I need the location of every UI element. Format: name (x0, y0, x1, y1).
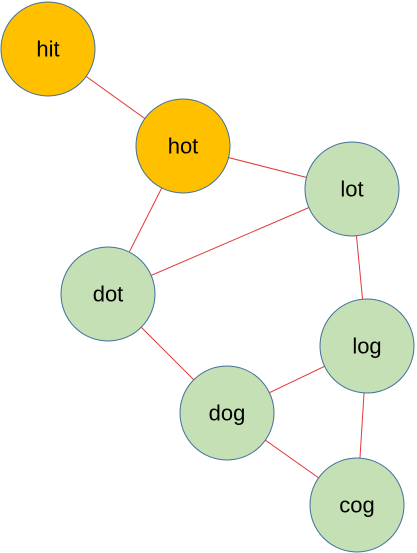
node-label-log: log (352, 334, 381, 359)
node-label-cog: cog (339, 493, 374, 518)
node-label-dot: dot (93, 282, 124, 307)
node-circle-hit (0, 1, 96, 97)
node-hot: hot (135, 98, 231, 194)
node-cog: cog (309, 457, 405, 553)
node-circle-dot (60, 246, 156, 342)
node-circle-cog (309, 457, 405, 553)
node-label-lot: lot (340, 177, 363, 202)
node-label-hit: hit (36, 37, 59, 62)
node-circle-dog (179, 365, 275, 461)
node-hit: hit (0, 1, 96, 97)
node-label-dog: dog (209, 401, 246, 426)
node-circle-log (319, 298, 415, 394)
node-dot: dot (60, 246, 156, 342)
node-label-hot: hot (168, 134, 199, 159)
node-dog: dog (179, 365, 275, 461)
node-circle-lot (304, 141, 400, 237)
node-log: log (319, 298, 415, 394)
node-circle-hot (135, 98, 231, 194)
node-lot: lot (304, 141, 400, 237)
